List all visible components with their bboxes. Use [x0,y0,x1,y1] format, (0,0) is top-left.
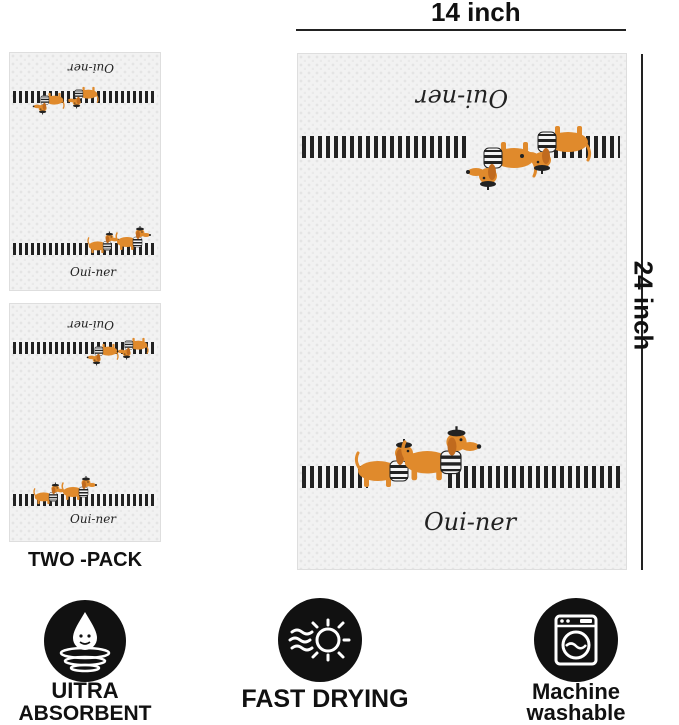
dog-illustration [401,424,483,482]
towel-small-1-bottom-text: Oui-ner [70,265,117,279]
dog-illustration [32,92,65,116]
towel-small-2-top-text: Oui-ner [68,318,115,332]
dog-illustration [61,475,98,501]
sun-heat-icon [278,598,362,682]
towel-small-1-top-text: Oui-ner [68,61,115,75]
washing-machine-icon [534,598,618,682]
feature-machine-washable [534,598,618,682]
towel-small-2: Oui-ner Oui-ner [9,303,161,542]
feature-machine-washable-line1: Machine [531,679,621,704]
feature-machine-washable-line2: washable [526,700,626,725]
feature-fast-drying-label: FAST DRYING [241,685,409,713]
towel-large-top-stripe-left [302,136,470,158]
height-dimension-line [641,54,643,570]
feature-absorbent-line2: ABSORBENT [18,702,152,725]
towel-large-top-text: Oui-ner [416,84,509,112]
feature-fast-drying [278,598,362,682]
towel-small-2-bottom-text: Oui-ner [70,512,117,526]
dog-illustration [115,225,152,251]
feature-absorbent-line1: UITRA [51,678,119,703]
dog-illustration [116,337,149,360]
towel-large-bottom-text: Oui-ner [424,508,517,536]
towel-large: Oui-ner Oui-ner [297,53,627,570]
dog-illustration [518,124,592,174]
towel-large-bottom-stripe-right [448,466,620,488]
water-drop-icon [44,600,126,682]
two-pack-label: TWO -PACK [27,549,143,571]
feature-absorbent [44,600,126,682]
width-dimension-line [296,29,626,31]
towel-large-bottom-stripe-left [302,466,368,488]
dog-illustration [66,86,99,109]
height-dimension-label: 24 inch [628,260,659,351]
towel-small-1: Oui-ner Oui-ner [9,52,161,291]
width-dimension-label: 14 inch [431,0,521,27]
